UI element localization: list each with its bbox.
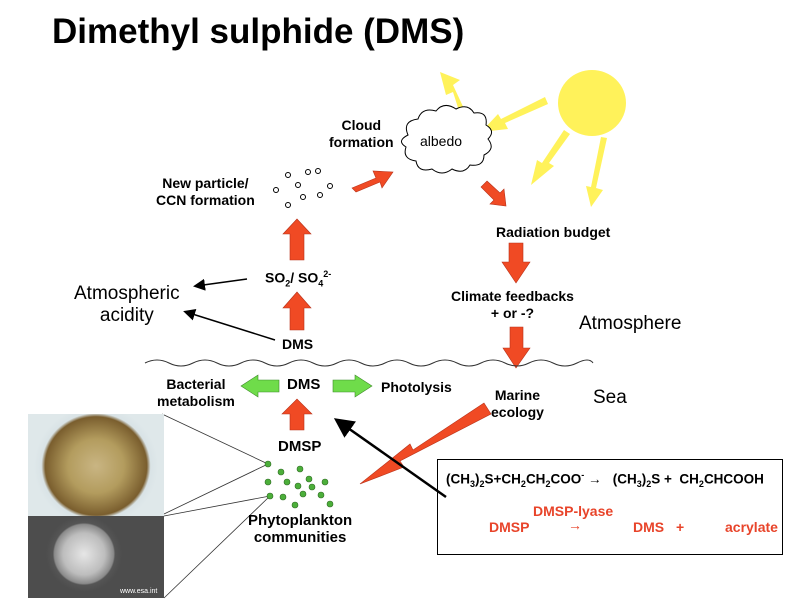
label-dmsp: DMSP (278, 438, 322, 455)
eq-part: ) (641, 471, 647, 487)
label-new-particle-line2: CCN formation (156, 192, 255, 208)
label-bacterial: Bacterial (166, 376, 226, 392)
label-new-particle-line1: New particle/ (162, 175, 249, 191)
arrow-so2-to-acidity (193, 278, 248, 291)
arrow-dms-to-so2 (282, 291, 312, 331)
so4-charge: 2- (323, 269, 332, 279)
eq-part: CHCOOH (703, 471, 764, 487)
label-radiation-budget: Radiation budget (496, 224, 611, 240)
label-cloud: Cloud (341, 117, 382, 133)
eq-part: (CH (612, 471, 637, 487)
label-photolysis: Photolysis (381, 379, 452, 395)
eq-part: S + CH (651, 471, 699, 487)
label-phytoplankton-communities: Phytoplankton communities (248, 512, 352, 546)
arrow-marine-to-phytoplankton (359, 402, 492, 485)
eq-sup: - (581, 470, 585, 480)
label-atmosphere: Atmosphere (579, 313, 682, 334)
label-acidity: acidity (99, 305, 154, 326)
eq-sub: 2 (479, 479, 485, 490)
eq-sub: 2 (698, 479, 704, 490)
eq-sub: 2 (646, 479, 652, 490)
cloud-icon (401, 105, 492, 174)
label-product-acrylate: acrylate (725, 519, 778, 535)
eq-part: (CH (446, 471, 470, 487)
eq-part: S+CH (484, 471, 521, 487)
label-bacterial-metabolism: Bacterial metabolism (157, 376, 235, 410)
arrow-climate-to-marine (502, 326, 531, 369)
label-sea: Sea (593, 387, 627, 408)
arrow-reaction-to-dms (333, 418, 447, 499)
label-cloud-formation: Cloud formation (329, 117, 394, 151)
label-dms-atmosphere: DMS (282, 336, 314, 352)
label-phytoplankton: Phytoplankton (248, 512, 353, 529)
arrow-ccn-to-cloud (351, 170, 394, 193)
label-climate-line2: + or -? (490, 305, 535, 321)
label-new-particle: New particle/ CCN formation (156, 175, 255, 209)
sun-icon (558, 70, 626, 136)
label-reactant-dmsp: DMSP (489, 519, 530, 535)
arrow-dms-to-bacterial (240, 374, 280, 398)
sea-surface-wave (144, 359, 594, 367)
label-formation: formation (329, 134, 394, 150)
arrow-cloud-to-radiation (480, 180, 507, 207)
label-plus: + (676, 519, 685, 535)
arrow-dms-to-photolysis (332, 374, 373, 398)
dinoflagellate-micrograph (28, 414, 164, 516)
arrow-so2-to-ccn (282, 218, 312, 261)
eq-part: ) (475, 471, 480, 487)
eq-arrow: → (584, 471, 606, 487)
label-marine: Marine (494, 387, 541, 403)
label-communities: communities (253, 529, 347, 546)
label-enzyme: DMSP-lyase (533, 503, 614, 519)
reaction-equation: (CH3)2S+CH2CH2COO- → (CH3)2S + CH2CHCOOH (446, 470, 764, 489)
eq-sub: 2 (545, 479, 551, 490)
label-climate-feedbacks: Climate feedbacks + or -? (451, 288, 574, 322)
coccolithophore-micrograph (28, 516, 164, 598)
so4-subscript: 4 (318, 278, 324, 289)
ccn-particles (273, 168, 333, 208)
page-title: Dimethyl sulphide (DMS) (52, 12, 465, 51)
eq-sub: 2 (520, 479, 526, 490)
sun-ray-reflected (440, 72, 466, 117)
sun-ray-to-radiation-1 (531, 130, 570, 185)
eq-part: CH (525, 471, 546, 487)
eq-sub: 3 (470, 479, 476, 490)
so-text: SO (265, 269, 286, 286)
photo-caption: www.esa.int (120, 588, 158, 595)
reaction-arrow: → (568, 517, 582, 533)
label-metabolism: metabolism (157, 393, 235, 409)
label-albedo: albedo (420, 133, 463, 149)
arrow-dms-to-acidity (183, 308, 276, 341)
arrow-radiation-to-climate (501, 242, 531, 284)
label-dms-sea: DMS (287, 376, 321, 393)
so2-subscript: 2 (285, 278, 291, 289)
label-marine-ecology: Marine ecology (491, 387, 544, 421)
sun-ray-to-cloud (481, 97, 548, 132)
label-product-dms: DMS (633, 519, 665, 535)
label-ecology: ecology (491, 404, 544, 420)
photo-connector-lines (161, 413, 271, 599)
sun-ray-to-radiation-2 (586, 137, 607, 207)
label-so2-so4: SO2/ SO42- (265, 266, 331, 292)
label-atmospheric-acidity: Atmospheric acidity (74, 283, 180, 327)
eq-part: COO (550, 471, 582, 487)
reaction-box (437, 459, 783, 555)
label-atmospheric: Atmospheric (74, 283, 180, 304)
so4-text: / SO (290, 269, 319, 286)
arrow-dmsp-to-dms (281, 398, 313, 431)
phytoplankton-dots (264, 460, 334, 509)
eq-sub: 3 (636, 479, 642, 490)
label-climate-line1: Climate feedbacks (451, 288, 574, 304)
